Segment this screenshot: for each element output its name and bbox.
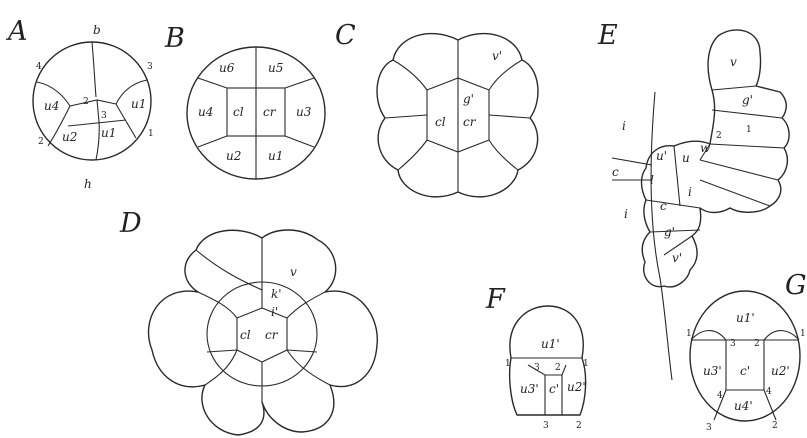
figure-c: C v' g' cl cr bbox=[335, 20, 538, 197]
figure-d: D v k' i' cl cr bbox=[119, 208, 377, 435]
figure-b-cell-u3: u3 bbox=[296, 105, 312, 119]
figure-b-cell-u2: u2 bbox=[226, 149, 241, 163]
figure-a-num-4: 4 bbox=[36, 62, 42, 72]
figure-e-cell-i: i bbox=[688, 185, 692, 199]
figure-d-cell-k: k' bbox=[271, 287, 282, 301]
figure-b-cell-u6: u6 bbox=[219, 61, 235, 75]
figure-e-cell-v: v bbox=[730, 55, 737, 69]
figure-f-cell-u2: u2' bbox=[567, 380, 586, 394]
figure-a-num-2-center: 2 bbox=[83, 97, 89, 107]
figure-a-num-3-top: 3 bbox=[147, 62, 153, 72]
figure-g-num-4-right: 4 bbox=[766, 387, 772, 397]
figure-g-cell-c: c' bbox=[740, 364, 750, 378]
figure-b-cell-cl: cl bbox=[233, 105, 244, 119]
figure-c-letter: C bbox=[335, 20, 356, 51]
figure-g-num-2-bottom: 2 bbox=[772, 421, 778, 431]
figure-e-side-c: c bbox=[612, 165, 619, 179]
figure-e-cell-u: u bbox=[682, 151, 690, 165]
figure-f-num-2-bottom: 2 bbox=[576, 421, 582, 431]
figure-g-cell-u2: u2' bbox=[771, 364, 790, 378]
figure-a-num-1: 1 bbox=[148, 129, 154, 139]
figure-e-cell-u-prime: u' bbox=[656, 149, 667, 163]
figure-g-num-3-bottom: 3 bbox=[706, 423, 712, 433]
figure-g-cell-u1: u1' bbox=[736, 311, 755, 325]
figure-e-letter: E bbox=[597, 20, 618, 51]
figure-a-num-3-center: 3 bbox=[101, 111, 107, 121]
figure-g-num-1-right: 1 bbox=[800, 329, 806, 339]
figure-d-cell-i: i' bbox=[271, 305, 278, 319]
figure-a-cell-u4: u4 bbox=[44, 99, 59, 113]
figure-g-cell-u4: u4' bbox=[734, 399, 753, 413]
figure-e-cell-w: w bbox=[700, 141, 711, 155]
figure-f-cell-c: c' bbox=[549, 382, 559, 396]
figure-g-letter: G bbox=[785, 270, 807, 301]
figure-c-cleavage-lines bbox=[385, 40, 530, 192]
figure-e: E v g' 1 2 w u u' l c i g' v' i c i bbox=[597, 20, 789, 380]
figure-b-letter: B bbox=[164, 23, 185, 54]
figure-f-num-1-right: 1 bbox=[583, 359, 589, 369]
figure-f-outline bbox=[510, 306, 586, 415]
figure-b-cell-u5: u5 bbox=[268, 61, 283, 75]
figure-g-cell-u3: u3' bbox=[703, 364, 722, 378]
figure-a-pole-bottom: h bbox=[84, 177, 92, 191]
figure-d-letter: D bbox=[119, 208, 142, 239]
figure-c-cell-g: g' bbox=[463, 92, 474, 106]
figure-g-num-1-left: 1 bbox=[686, 329, 692, 339]
figure-f-letter: F bbox=[485, 284, 506, 315]
figure-f-num-3-top: 3 bbox=[534, 363, 540, 373]
figure-f-cell-u3: u3' bbox=[520, 382, 539, 396]
figure-b: B u6 u5 u4 cl cr u3 u2 u1 bbox=[164, 23, 325, 179]
figure-a-pole-top: b bbox=[93, 23, 101, 37]
figure-g: G u1' u3' c' u2' u4' 1 3 2 1 4 4 3 2 bbox=[686, 270, 807, 433]
figure-a-equator bbox=[70, 100, 116, 106]
figure-g-num-2: 2 bbox=[754, 339, 760, 349]
figure-a-letter: A bbox=[5, 16, 28, 47]
figure-a: A b h u4 u2 u1 u1 4 3 2 3 2 1 bbox=[5, 16, 154, 191]
figure-e-cell-2: 2 bbox=[716, 131, 722, 141]
figure-a-cell-u1-lower: u1 bbox=[101, 126, 116, 140]
figure-c-cell-cr: cr bbox=[463, 115, 477, 129]
figure-f-num-1-left: 1 bbox=[505, 359, 511, 369]
figure-d-cell-v: v bbox=[290, 265, 297, 279]
figure-c-cell-cl: cl bbox=[435, 115, 446, 129]
figure-f-num-2-top: 2 bbox=[555, 363, 561, 373]
figure-e-side-i-bottom: i bbox=[624, 207, 628, 221]
figure-d-cell-cl: cl bbox=[240, 328, 251, 342]
figure-e-cell-1: 1 bbox=[746, 125, 752, 135]
figure-d-cleavage-lines bbox=[196, 238, 330, 402]
figure-c-cell-v: v' bbox=[492, 49, 502, 63]
figure-f-num-3-bottom: 3 bbox=[543, 421, 549, 431]
figure-e-cell-c: c bbox=[660, 199, 667, 213]
figure-f-cell-u1: u1' bbox=[541, 337, 560, 351]
figure-b-cell-u1: u1 bbox=[268, 149, 283, 163]
figure-e-side-i-top: i bbox=[622, 119, 626, 133]
figure-b-cell-u4: u4 bbox=[198, 105, 213, 119]
figure-a-cell-u2: u2 bbox=[62, 130, 77, 144]
figure-a-num-2-left: 2 bbox=[38, 137, 44, 147]
figure-f: F u1' u3' c' u2' 1 3 2 1 3 2 bbox=[485, 284, 589, 431]
figure-a-meridian bbox=[92, 42, 96, 97]
figure-e-cell-g-lower: g' bbox=[664, 225, 675, 239]
figure-d-outline bbox=[149, 230, 378, 435]
figure-e-cell-l: l bbox=[650, 173, 654, 187]
figure-d-cell-cr: cr bbox=[265, 328, 279, 342]
figure-g-num-3: 3 bbox=[730, 339, 736, 349]
figure-a-cell-u1-upper: u1 bbox=[131, 97, 146, 111]
figure-b-cell-cr: cr bbox=[263, 105, 277, 119]
figure-e-cell-v-lower: v' bbox=[672, 251, 682, 265]
figure-e-cell-g: g' bbox=[742, 93, 753, 107]
figure-g-num-4-left: 4 bbox=[717, 391, 723, 401]
